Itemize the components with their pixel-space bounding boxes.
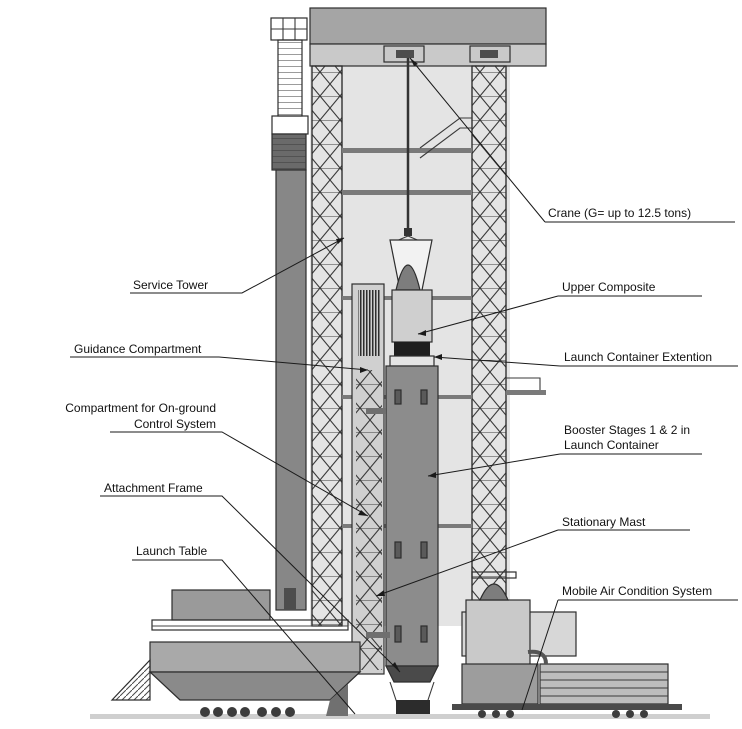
upper-composite (389, 239, 435, 367)
label-stationary-mast: Stationary Mast (562, 515, 646, 529)
right-column-truss (471, 65, 507, 667)
label-upper-composite: Upper Composite (562, 280, 656, 294)
stationary-mast (351, 283, 390, 675)
mobile-air-condition-system (452, 571, 682, 718)
label-mobile-air-condition: Mobile Air Condition System (562, 584, 712, 598)
label-crane: Crane (G= up to 12.5 tons) (548, 206, 691, 220)
ground (90, 714, 710, 719)
crane-beam (309, 7, 547, 67)
left-column-truss (311, 65, 343, 627)
callout-launch-container-extension: Launch Container Extention (433, 350, 738, 367)
callout-upper-composite: Upper Composite (417, 280, 702, 336)
callout-attachment-frame: Attachment Frame (100, 481, 401, 673)
label-booster-line2: Launch Container (564, 438, 659, 452)
callout-stationary-mast: Stationary Mast (375, 515, 690, 597)
label-launch-container-extension: Launch Container Extention (564, 350, 712, 364)
attachment-frame (389, 681, 435, 714)
callout-on-ground-control: Compartment for On-ground Control System (65, 401, 369, 517)
callout-guidance-compartment: Guidance Compartment (70, 342, 369, 373)
air-condition-wheels (478, 710, 648, 718)
callout-crane: Crane (G= up to 12.5 tons) (409, 57, 735, 223)
launch-table-base (110, 589, 362, 717)
label-booster-line1: Booster Stages 1 & 2 in (564, 423, 690, 437)
access-stair-tower (270, 17, 309, 611)
callout-mobile-air-condition: Mobile Air Condition System (521, 584, 738, 711)
label-attachment-frame: Attachment Frame (104, 481, 203, 495)
label-on-ground-control-line2: Control System (134, 417, 216, 431)
label-service-tower: Service Tower (133, 278, 208, 292)
label-guidance-compartment: Guidance Compartment (74, 342, 202, 356)
callout-service-tower: Service Tower (130, 237, 345, 294)
label-on-ground-control-line1: Compartment for On-ground (65, 401, 216, 415)
callout-booster-stages: Booster Stages 1 & 2 in Launch Container (427, 423, 702, 478)
callout-launch-table: Launch Table (132, 544, 356, 715)
launch-table-bogies (200, 707, 295, 717)
label-launch-table: Launch Table (136, 544, 208, 558)
launch-container (385, 365, 439, 683)
